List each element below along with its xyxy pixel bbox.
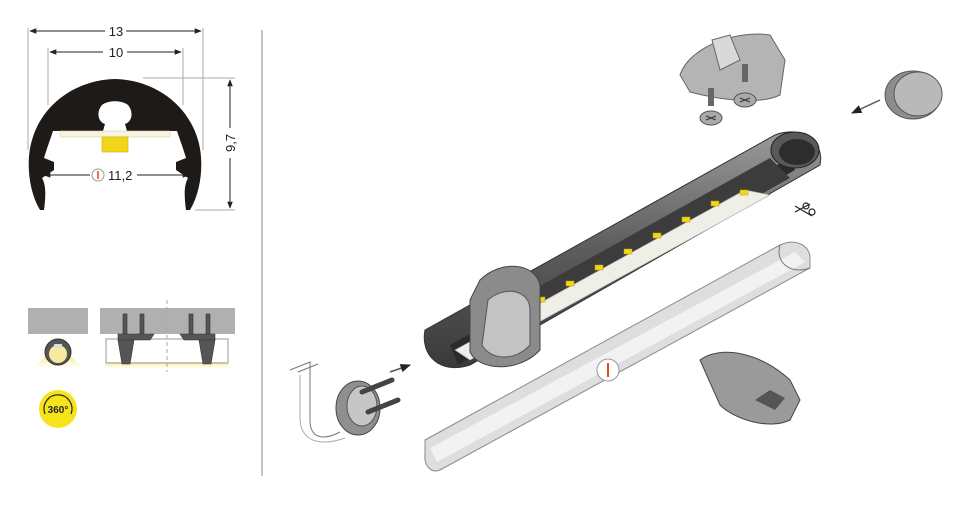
dimension-strip-width: 11,2 <box>108 168 132 183</box>
screw-icon <box>699 88 723 126</box>
screw-icon <box>733 64 757 108</box>
end-clip <box>699 351 801 425</box>
exploded-view <box>289 33 943 472</box>
mounting-clip <box>469 265 541 368</box>
badge-label: 360° <box>48 405 69 416</box>
profile-marker-icon <box>596 358 620 382</box>
profile-section <box>28 79 202 210</box>
end-cap-with-pins <box>289 361 411 443</box>
arrow-icon <box>389 364 411 373</box>
cross-section-drawing: 13 10 9,7 11,2 <box>27 24 238 211</box>
mounting-option-end <box>28 308 88 370</box>
scissors-icon <box>794 202 816 217</box>
dimension-height: 9,7 <box>223 134 238 152</box>
dimension-outer-width: 13 <box>109 24 123 39</box>
dimension-inner-width: 10 <box>109 45 123 60</box>
arrow-icon <box>851 99 881 114</box>
diffuser-cover <box>424 241 811 472</box>
mounting-bracket <box>679 33 786 126</box>
profile-marker-icon <box>91 168 105 182</box>
led-chip <box>101 136 129 153</box>
mounting-option-side <box>100 300 235 372</box>
led-strip-pcb <box>59 130 171 138</box>
rotation-360-badge: 360° <box>39 390 77 428</box>
end-cap <box>851 70 943 120</box>
